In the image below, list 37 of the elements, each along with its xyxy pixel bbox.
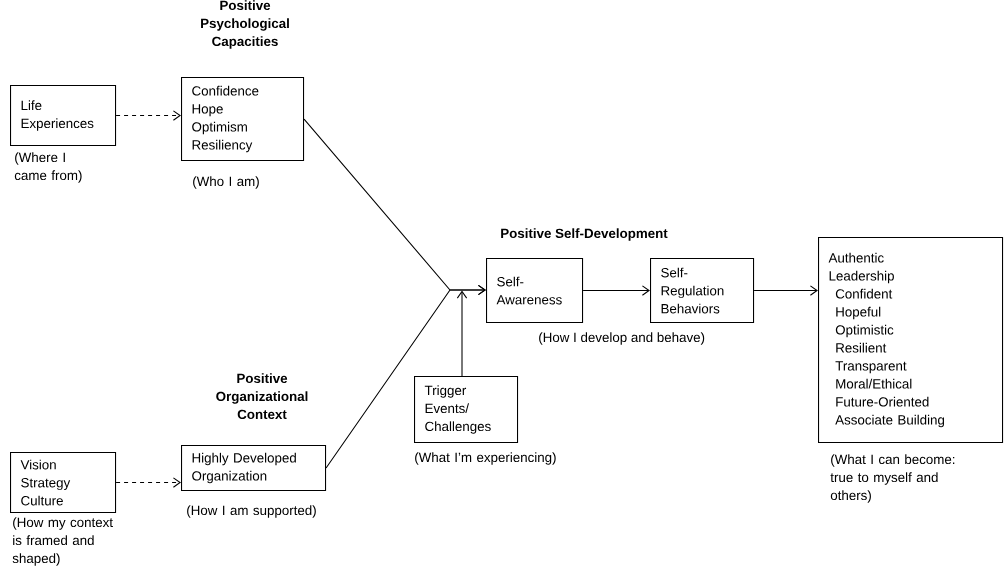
arrow bbox=[582, 285, 650, 296]
node-label: Moral/Ethical bbox=[836, 378, 912, 389]
arrow bbox=[753, 285, 818, 296]
text-box: Self-Awareness bbox=[486, 258, 584, 324]
heading-text: Positive Psychological Capacities bbox=[201, 0, 289, 49]
caption-text: (What I’m experiencing) bbox=[415, 452, 556, 465]
label-text: Positive Self-Development bbox=[501, 228, 668, 241]
text-box: Authentic Leadership Confident Hopeful Optimistic Resilient Transparent Moral/Ethical Future-Oriented Associate Building bbox=[818, 237, 1004, 444]
caption-text: (What I can become: true to myself and others) bbox=[830, 454, 955, 503]
caption-text: (How my context is framed and shaped) bbox=[12, 517, 113, 566]
node-label: Authentic Leadership bbox=[828, 252, 894, 284]
node-label: Resilient bbox=[836, 342, 887, 353]
arrow bbox=[325, 284, 486, 469]
node-label: Associate Building bbox=[835, 414, 945, 428]
caption-text: (Who I am) bbox=[193, 176, 259, 189]
caption-text: (Where I came from) bbox=[14, 152, 82, 183]
node-label: Hopeful bbox=[836, 306, 881, 320]
text-box: Highly Developed Organization bbox=[181, 445, 327, 492]
label-text: (How I develop and behave) bbox=[539, 332, 705, 345]
heading-text: Positive Organizational Context bbox=[216, 373, 308, 420]
node-label: Optimism bbox=[192, 121, 247, 135]
text-box: Life Experiences bbox=[10, 85, 117, 147]
arrow bbox=[115, 477, 181, 488]
caption-text: (How I am supported) bbox=[187, 505, 316, 518]
node-label: Optimistic bbox=[835, 324, 894, 338]
text-box: Self-Regulation Behaviors bbox=[650, 258, 755, 324]
node-label: Hope bbox=[192, 104, 223, 117]
arrow bbox=[456, 290, 468, 377]
node-label: Confident bbox=[835, 288, 893, 299]
node-label: Future-Oriented bbox=[836, 396, 929, 407]
text-box: Confidence Hope Optimism Resiliency bbox=[181, 77, 305, 162]
node-label: Resiliency bbox=[192, 139, 253, 153]
node-label: Transparent bbox=[835, 361, 907, 374]
node-label: Confidence bbox=[192, 85, 259, 96]
arrow bbox=[115, 110, 181, 121]
text-box: Vision Strategy Culture bbox=[10, 452, 117, 514]
text-box: Trigger Events/ Challenges bbox=[414, 376, 519, 444]
